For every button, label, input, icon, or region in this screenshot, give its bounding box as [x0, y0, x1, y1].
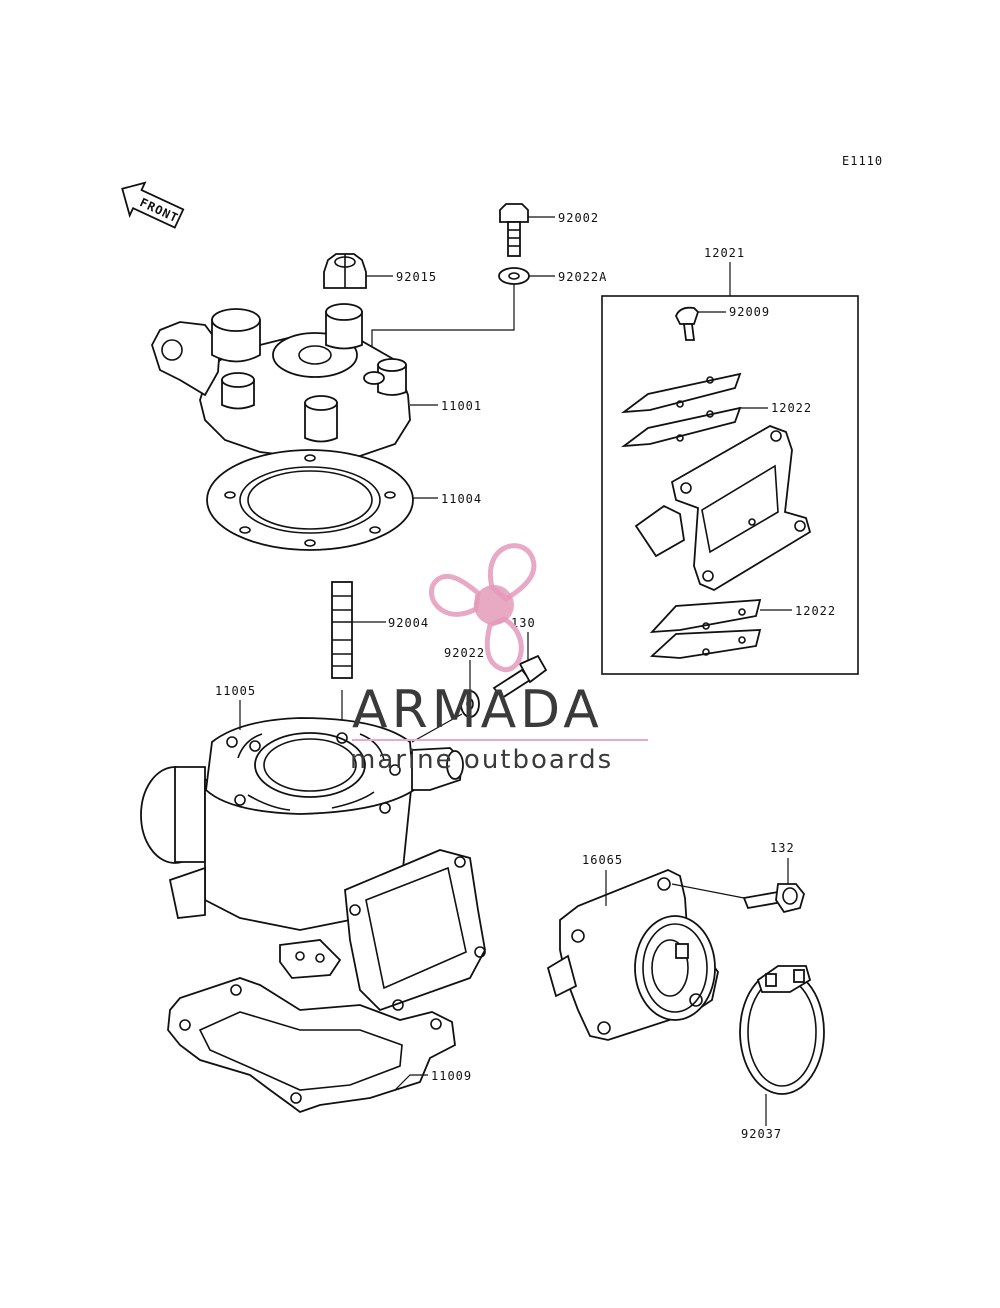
label-92037: 92037 — [741, 1127, 782, 1141]
label-11004: 11004 — [441, 492, 482, 506]
label-12022-lower: 12022 — [795, 604, 836, 618]
label-11009: 11009 — [431, 1069, 472, 1083]
screw-92009 — [675, 306, 726, 341]
front-arrow-icon: FRONT — [121, 181, 185, 229]
reed-petal-12022-upper — [620, 372, 768, 448]
label-11005: 11005 — [215, 684, 256, 698]
label-92004: 92004 — [388, 616, 429, 630]
propeller-logo-icon — [429, 543, 537, 672]
stud-92004 — [331, 581, 386, 738]
intake-manifold-16065 — [546, 869, 719, 1041]
label-16065: 16065 — [582, 853, 623, 867]
armada-watermark: ARMADA marine outboards — [350, 543, 648, 775]
label-12021: 12021 — [704, 246, 745, 260]
reed-block — [634, 425, 812, 592]
label-12022-upper: 12022 — [771, 401, 812, 415]
cylinder-11005 — [140, 700, 486, 1012]
label-11001: 11001 — [441, 399, 482, 413]
clamp-92037 — [739, 965, 825, 1126]
diagram-code: E1110 — [842, 154, 883, 168]
reed-petal-12022-lower — [649, 599, 792, 659]
bolt-132 — [671, 858, 805, 914]
bolt-92002 — [499, 203, 555, 257]
label-132: 132 — [770, 841, 795, 855]
cylinder-head-11001 — [151, 303, 438, 459]
watermark-brand: ARMADA — [352, 680, 603, 740]
label-92022: 92022 — [444, 646, 485, 660]
washer-92022a — [371, 267, 555, 375]
label-130: 130 — [511, 616, 536, 630]
reed-valve-assembly-12021 — [601, 262, 859, 675]
washer-92022 — [411, 660, 480, 743]
head-gasket-11004 — [206, 449, 438, 551]
label-92009: 92009 — [729, 305, 770, 319]
watermark-tagline: marine outboards — [350, 745, 613, 775]
label-92015: 92015 — [396, 270, 437, 284]
nut-92015 — [323, 253, 393, 289]
base-gasket-11009 — [167, 977, 456, 1114]
label-92002: 92002 — [558, 211, 599, 225]
label-92022a: 92022A — [558, 270, 607, 284]
bolt-130 — [492, 632, 548, 700]
